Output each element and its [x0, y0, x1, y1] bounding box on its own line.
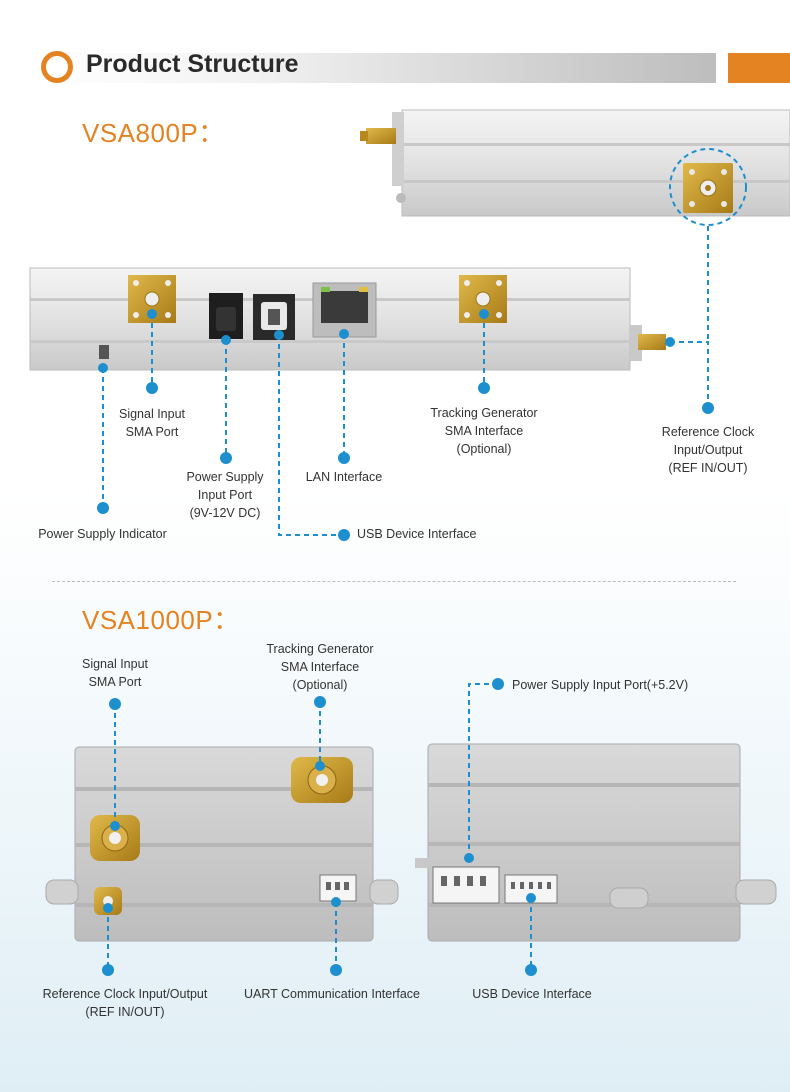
header-circle-icon — [41, 51, 73, 83]
section-divider — [52, 581, 736, 582]
power-jack-icon — [209, 293, 243, 339]
header-accent-block — [728, 53, 790, 83]
vsa800-side-view — [360, 109, 790, 226]
vsa1000-right-unit — [415, 743, 777, 942]
ref-clock-sma-icon — [683, 163, 733, 213]
ref-clock-sma-icon — [94, 887, 122, 915]
vsa1000-left-unit — [45, 746, 399, 942]
label-usb-device-1000: USB Device Interface — [472, 987, 592, 1001]
vsa1000-leader-lines — [107, 683, 532, 970]
header-bar — [40, 53, 716, 83]
model-vsa1000: VSA1000P： — [82, 605, 240, 635]
label-uart: UART Communication Interface — [243, 987, 420, 1001]
page-title: Product Structure — [86, 50, 299, 78]
label-usb-device: USB Device Interface — [357, 527, 477, 541]
usb-b-port-icon — [253, 294, 295, 340]
vsa1000-leader-dots — [102, 678, 537, 976]
vsa800-leader-dots — [97, 309, 714, 541]
label-power-input-1000: Power Supply Input Port(+5.2V) — [512, 678, 689, 692]
power-input-connector-icon — [432, 866, 500, 904]
uart-connector-icon — [319, 874, 357, 902]
model-vsa800: VSA800P： — [82, 118, 225, 148]
vsa800-leader-lines — [102, 226, 709, 536]
label-power-indicator: Power Supply Indicator — [38, 527, 167, 541]
tracking-generator-sma-icon — [291, 757, 353, 803]
label-ref-clock-1000: Reference Clock Input/Output(REF IN/OUT) — [42, 987, 208, 1019]
label-lan: LAN Interface — [305, 470, 383, 484]
lan-port-icon — [312, 282, 377, 338]
vsa800-front-panel — [29, 267, 666, 371]
signal-input-sma-icon — [90, 815, 140, 861]
